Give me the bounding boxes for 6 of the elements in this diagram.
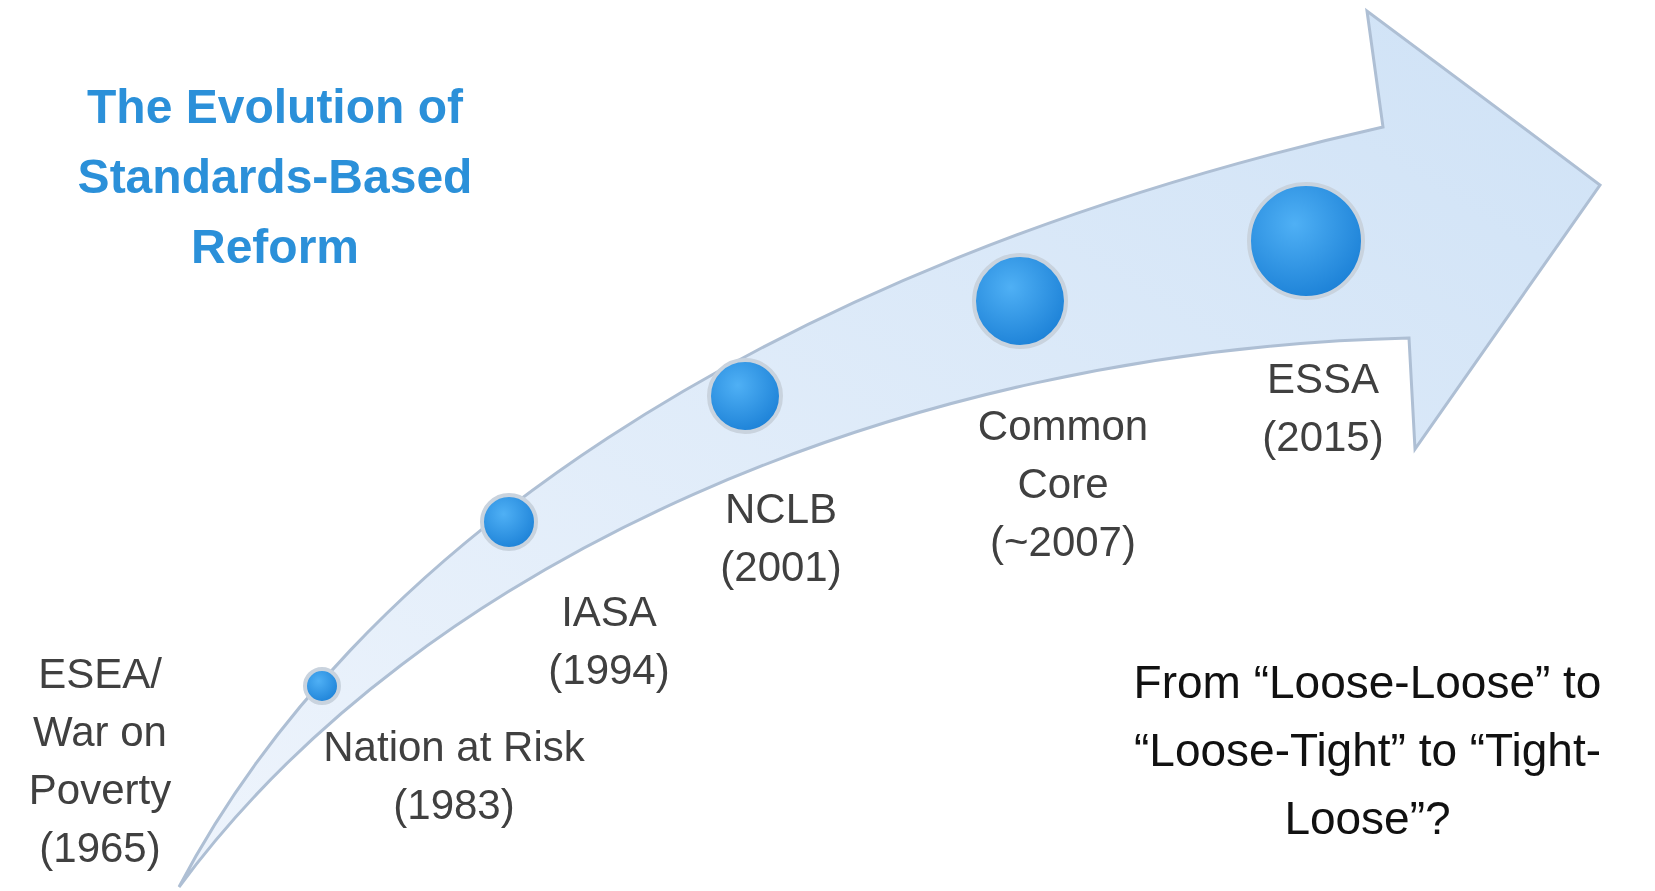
diagram-title: The Evolution of Standards-Based Reform bbox=[76, 79, 474, 275]
milestone-label: Nation at Risk (1983) bbox=[314, 718, 594, 834]
milestone-label: Common Core (~2007) bbox=[943, 397, 1183, 571]
note-text: From “Loose-Loose” to “Loose-Tight” to “Tight-Loose”? bbox=[1132, 655, 1603, 846]
milestone-label: ESSA (2015) bbox=[1223, 350, 1423, 466]
milestone-label: ESEA/ War on Poverty (1965) bbox=[5, 645, 195, 877]
